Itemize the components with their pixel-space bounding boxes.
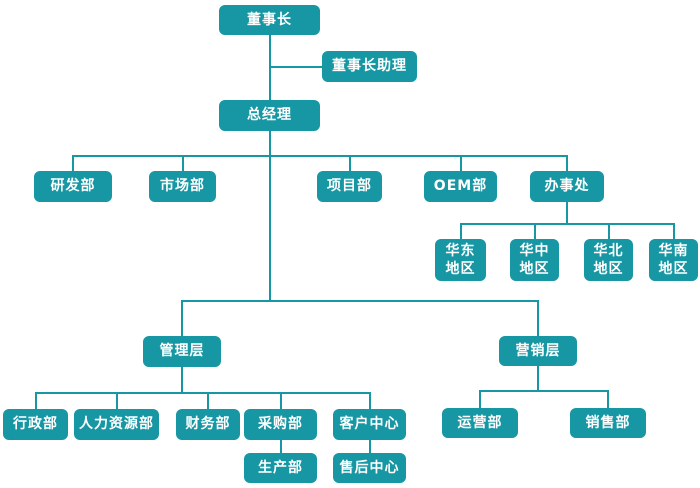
connector-line — [566, 156, 568, 171]
connector-line — [369, 440, 371, 446]
org-node-project-dept: 项目部 — [317, 171, 382, 202]
connector-line — [182, 156, 184, 171]
connector-line — [181, 367, 183, 393]
org-node-central-china-region: 华中 地区 — [510, 239, 559, 281]
org-node-purchasing-dept: 采购部 — [244, 409, 317, 440]
connector-line — [280, 393, 282, 409]
connector-line — [460, 223, 675, 225]
org-node-office: 办事处 — [530, 171, 604, 202]
connector-line — [35, 393, 37, 409]
connector-line — [673, 224, 675, 239]
org-node-market-dept: 市场部 — [149, 171, 216, 202]
org-node-customer-center: 客户中心 — [333, 409, 406, 440]
connector-line — [72, 156, 74, 171]
connector-line — [269, 67, 271, 100]
org-node-finance-dept: 财务部 — [176, 409, 240, 440]
org-node-rd-dept: 研发部 — [34, 171, 112, 202]
org-node-after-sales-center: 售后中心 — [333, 453, 406, 483]
connector-line — [534, 224, 536, 239]
connector-line — [537, 301, 539, 336]
connector-line — [280, 446, 282, 453]
connector-line — [566, 202, 568, 224]
org-node-operations-dept: 运营部 — [442, 408, 518, 438]
connector-line — [460, 156, 462, 171]
org-node-north-china-region: 华北 地区 — [584, 239, 633, 281]
connector-line — [479, 390, 609, 392]
connector-line — [207, 393, 209, 409]
org-node-management-layer: 管理层 — [143, 336, 221, 367]
org-node-chairman-assistant: 董事长助理 — [322, 51, 417, 82]
org-node-south-china-region: 华南 地区 — [649, 239, 698, 281]
org-node-east-china-region: 华东 地区 — [435, 239, 486, 281]
connector-line — [269, 66, 322, 68]
connector-line — [181, 300, 539, 302]
connector-line — [460, 224, 462, 239]
org-node-general-manager: 总经理 — [219, 100, 320, 131]
connector-line — [280, 440, 282, 446]
connector-line — [349, 156, 351, 171]
connector-line — [116, 393, 118, 409]
connector-line — [607, 391, 609, 408]
org-node-marketing-layer: 营销层 — [499, 336, 577, 366]
org-node-admin-dept: 行政部 — [3, 409, 68, 440]
connector-line — [608, 224, 610, 239]
org-node-oem-dept: OEM部 — [424, 171, 497, 202]
connector-line — [269, 131, 271, 301]
connector-line — [479, 391, 481, 408]
org-node-chairman: 董事长 — [219, 5, 320, 35]
connector-line — [369, 393, 371, 409]
connector-line — [369, 446, 371, 453]
org-node-production-dept: 生产部 — [244, 453, 317, 483]
connector-line — [72, 155, 568, 157]
connector-line — [537, 366, 539, 391]
connector-line — [269, 35, 271, 67]
org-node-hr-dept: 人力资源部 — [74, 409, 159, 440]
org-node-sales-dept: 销售部 — [570, 408, 646, 438]
connector-line — [181, 301, 183, 336]
connector-line — [35, 392, 371, 394]
